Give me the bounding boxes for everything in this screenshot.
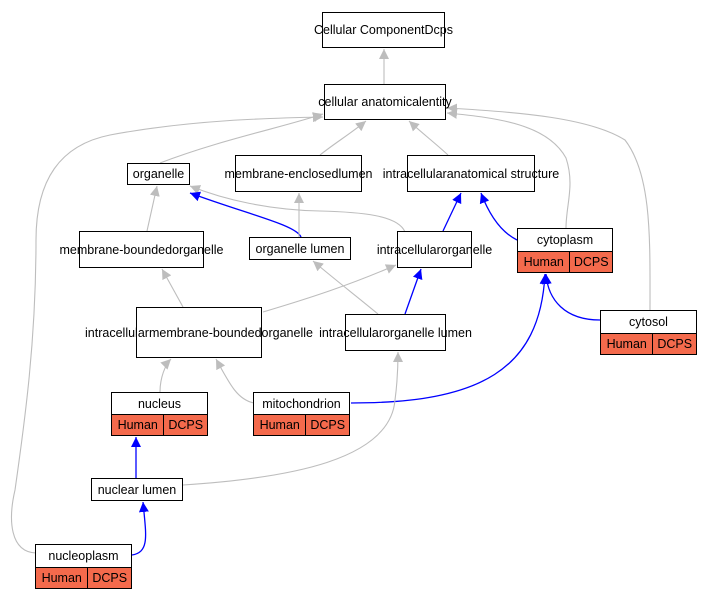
edge-orglumen-to-organelle — [189, 191, 302, 238]
edge-nuclumen-to-icol — [182, 351, 403, 486]
node-label-line: membrane-bounded — [59, 242, 173, 257]
node-label-line: intracellular — [382, 166, 447, 181]
edge-icol-to-icorg — [404, 268, 423, 315]
node-label-line: anatomical structure — [446, 166, 560, 181]
edge-icorg-to-organelle — [189, 185, 406, 233]
edge-ias-to-cae — [408, 120, 449, 156]
node-label-line: entity — [421, 95, 452, 109]
tag-dcps: DCPS — [652, 334, 696, 354]
edge-mbo-to-organelle — [146, 185, 160, 232]
node-label-line: membrane-bounded — [148, 325, 262, 340]
edge-organelle-to-cae — [159, 112, 324, 164]
node-label-line: membrane-enclosed — [224, 166, 339, 181]
tag-dcps: DCPS — [163, 415, 207, 435]
node-label-line: nucleoplasm — [48, 549, 119, 563]
edge-cytoplasm-to-cae — [446, 108, 571, 229]
node-label-line: intracellular — [85, 325, 149, 340]
node-organelle-lumen[interactable]: organelle lumen — [249, 237, 351, 260]
edges-layer — [10, 49, 651, 556]
edge-mito-to-imbo — [215, 358, 255, 404]
node-label-line: cellular anatomical — [318, 95, 422, 109]
tag-human: Human — [606, 337, 647, 351]
node-label-line: organelle — [440, 242, 493, 257]
node-nuclear-lumen[interactable]: nuclear lumen — [91, 478, 183, 501]
edge-nucleoplasm-to-nuclumen — [131, 501, 149, 556]
edge-icol-to-orglumen — [312, 260, 379, 315]
tags-cytosol: Human DCPS — [600, 333, 697, 355]
edge-nucleus-to-imbo — [159, 358, 172, 393]
node-label-line: cytosol — [629, 315, 668, 329]
node-cytoplasm[interactable]: cytoplasm — [517, 228, 613, 251]
node-label-line: organelle — [132, 167, 185, 181]
node-label-line: nuclear lumen — [97, 482, 177, 497]
tag-dcps: DCPS — [305, 415, 349, 435]
tags-nucleus: Human DCPS — [111, 414, 208, 436]
edge-imbo-to-icorg — [262, 264, 397, 313]
node-label-line: cytoplasm — [536, 233, 594, 247]
edge-mel-to-cae — [319, 120, 367, 156]
edge-cytosol-to-cae — [446, 103, 651, 311]
tag-human: Human — [41, 571, 82, 585]
edge-mito-to-cytoplasm — [350, 273, 550, 404]
node-label-line: mitochondrion — [262, 396, 341, 411]
node-nucleus[interactable]: nucleus — [111, 392, 208, 414]
node-label-line: intracellular — [376, 242, 441, 257]
node-label-line: organelle lumen — [382, 325, 472, 340]
tag-human: Human — [259, 418, 300, 432]
tags-cytoplasm: Human DCPS — [517, 251, 613, 273]
node-organelle[interactable]: organelle — [127, 163, 190, 185]
edge-cytoplasm-to-ias — [479, 192, 518, 241]
tags-mitochondrion: Human DCPS — [253, 414, 350, 436]
edge-icorg-to-ias — [442, 192, 462, 232]
node-label-line: organelle — [172, 242, 224, 257]
tag-human: Human — [117, 418, 158, 432]
node-label-line: organelle lumen — [255, 241, 345, 256]
node-label-line: organelle — [261, 325, 313, 340]
edge-cytosol-to-cytoplasm — [541, 273, 601, 321]
node-label-line: intracellular — [319, 325, 383, 340]
node-label-line: Cellular Component — [314, 23, 425, 37]
tag-dcps: DCPS — [87, 568, 131, 588]
node-mitochondrion[interactable]: mitochondrion — [253, 392, 350, 414]
node-label-line: Dcps — [424, 23, 453, 37]
edge-nucleoplasm-to-cae — [10, 112, 324, 554]
tag-dcps: DCPS — [569, 252, 612, 272]
node-cytosol[interactable]: cytosol — [600, 310, 697, 333]
tag-human: Human — [523, 255, 564, 269]
node-label-line: nucleus — [137, 396, 182, 411]
edge-imbo-to-mbo — [161, 268, 184, 308]
tags-nucleoplasm: Human DCPS — [35, 567, 132, 589]
node-nucleoplasm[interactable]: nucleoplasm — [35, 544, 132, 567]
node-label-line: lumen — [338, 166, 373, 181]
